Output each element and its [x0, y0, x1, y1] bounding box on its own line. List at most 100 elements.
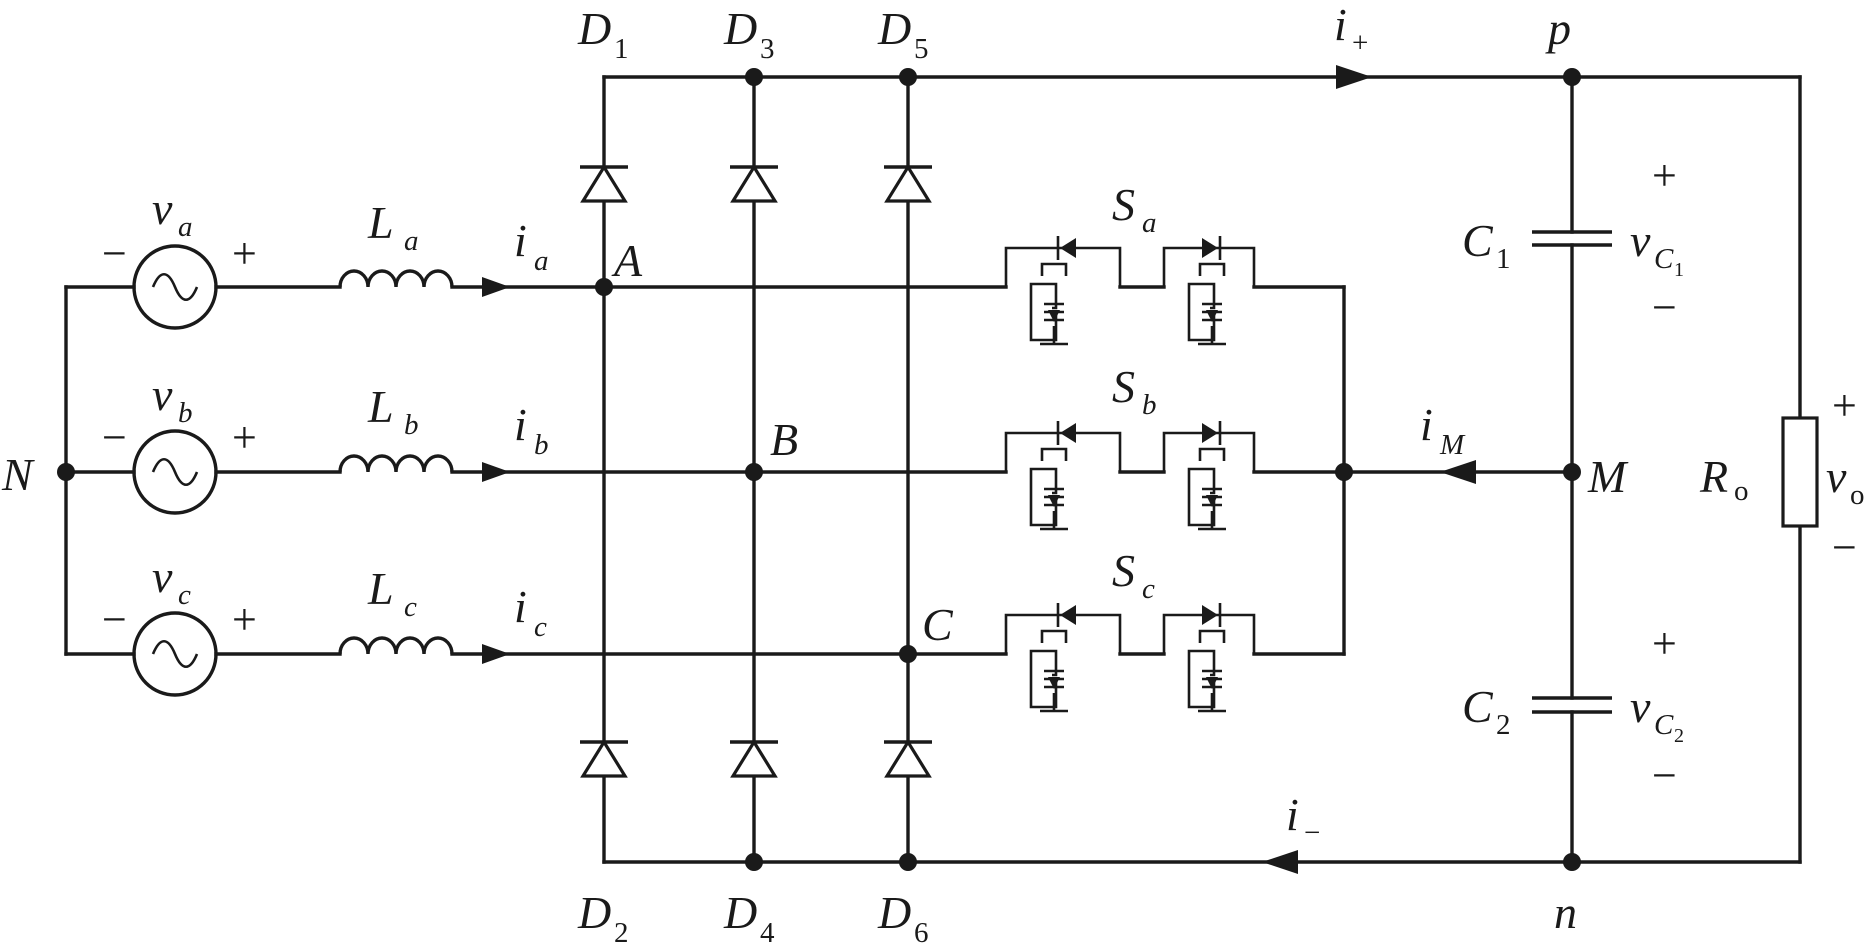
source-label-a: v a − + — [102, 183, 257, 278]
svg-text:−: − — [1304, 817, 1320, 849]
current-label-ic: i c — [514, 581, 547, 643]
svg-text:S: S — [1112, 179, 1135, 230]
svg-text:D: D — [877, 3, 911, 54]
svg-text:o: o — [1850, 479, 1865, 511]
svg-text:L: L — [367, 381, 394, 432]
switch-label-sc: S c — [1112, 545, 1155, 605]
svg-text:b: b — [1142, 389, 1157, 421]
inductor-a — [338, 269, 454, 288]
svg-text:+: + — [232, 413, 257, 462]
svg-text:c: c — [534, 611, 547, 643]
svg-text:6: 6 — [914, 917, 929, 944]
switch-sa — [1004, 236, 1256, 346]
svg-text:−: − — [1832, 523, 1857, 572]
svg-text:c: c — [178, 579, 191, 611]
svg-text:D: D — [723, 887, 757, 938]
switch-label-sa: S a — [1112, 179, 1157, 239]
svg-text:v: v — [152, 551, 173, 602]
capacitor-c1 — [1532, 230, 1612, 247]
svg-text:i: i — [514, 399, 527, 450]
svg-text:+: + — [232, 229, 257, 278]
diode-d4 — [730, 738, 778, 778]
diode-label-d2: D 2 — [577, 887, 629, 944]
diode-d2 — [580, 738, 628, 778]
current-label-ib: i b — [514, 399, 549, 461]
svg-text:a: a — [1142, 207, 1157, 239]
switch-sb — [1004, 421, 1256, 531]
diode-label-d6: D 6 — [877, 887, 929, 944]
svg-text:+: + — [1652, 151, 1677, 200]
svg-text:i: i — [514, 581, 527, 632]
svg-text:4: 4 — [760, 917, 775, 944]
svg-text:C: C — [1654, 709, 1674, 741]
arrow-ia — [482, 277, 510, 297]
node-label-m: M — [1587, 451, 1629, 502]
node-label-p: p — [1545, 3, 1571, 54]
svg-text:M: M — [1439, 429, 1466, 461]
svg-text:b: b — [534, 429, 549, 461]
switch-label-sb: S b — [1112, 361, 1157, 421]
svg-text:1: 1 — [1674, 259, 1684, 281]
source-label-c: v c − + — [102, 551, 257, 644]
svg-text:i: i — [514, 215, 527, 266]
svg-text:+: + — [1652, 619, 1677, 668]
node-label-c: C — [922, 599, 954, 650]
svg-text:L: L — [367, 563, 394, 614]
diode-d6 — [884, 738, 932, 778]
load-label: R o v o + − — [1699, 381, 1865, 572]
svg-text:v: v — [152, 183, 173, 234]
capacitor-label-c1: C 1 v C 1 + − — [1462, 151, 1684, 332]
inductor-label-c: L c — [367, 563, 417, 623]
svg-text:+: + — [232, 595, 257, 644]
wiring — [64, 75, 1802, 864]
svg-text:1: 1 — [1496, 243, 1511, 275]
svg-text:3: 3 — [760, 33, 775, 65]
svg-text:D: D — [577, 3, 611, 54]
ac-source-b — [132, 429, 218, 515]
svg-text:v: v — [152, 369, 173, 420]
svg-text:b: b — [178, 397, 193, 429]
inductor-c — [338, 636, 454, 655]
source-label-b: v b − + — [102, 369, 257, 462]
current-label-iplus: i + — [1334, 0, 1368, 59]
diode-d1 — [580, 163, 628, 203]
ac-source-c — [132, 611, 218, 697]
load-resistor — [1781, 416, 1819, 528]
inductor-b — [338, 454, 454, 473]
svg-text:2: 2 — [614, 917, 629, 944]
ac-source-a — [132, 244, 218, 330]
svg-text:L: L — [367, 197, 394, 248]
svg-text:2: 2 — [1674, 725, 1684, 747]
current-label-ia: i a — [514, 215, 549, 277]
arrow-ic — [482, 644, 510, 664]
svg-text:S: S — [1112, 361, 1135, 412]
svg-text:i: i — [1286, 789, 1299, 840]
svg-text:i: i — [1420, 399, 1433, 450]
arrow-iplus — [1336, 65, 1372, 89]
svg-text:+: + — [1832, 381, 1857, 430]
svg-text:−: − — [1652, 283, 1677, 332]
svg-text:o: o — [1734, 475, 1749, 507]
switch-sc — [1004, 603, 1256, 713]
svg-text:1: 1 — [614, 33, 629, 65]
svg-text:−: − — [102, 595, 127, 644]
inductor-label-a: L a — [367, 197, 419, 257]
svg-text:+: + — [1352, 27, 1368, 59]
svg-text:2: 2 — [1496, 709, 1511, 741]
diode-label-d3: D 3 — [723, 3, 775, 65]
svg-text:5: 5 — [914, 33, 929, 65]
svg-text:D: D — [723, 3, 757, 54]
svg-text:v: v — [1630, 681, 1651, 732]
current-label-im: i M — [1420, 399, 1466, 461]
svg-text:D: D — [877, 887, 911, 938]
diode-label-d4: D 4 — [723, 887, 775, 944]
svg-text:R: R — [1699, 451, 1728, 502]
diode-label-d5: D 5 — [877, 3, 929, 65]
current-label-iminus: i − — [1286, 789, 1320, 849]
node-label-n-neutral: N — [1, 449, 35, 500]
svg-text:a: a — [404, 225, 419, 257]
diode-d3 — [730, 163, 778, 203]
svg-text:c: c — [404, 591, 417, 623]
inductor-label-b: L b — [367, 381, 419, 441]
